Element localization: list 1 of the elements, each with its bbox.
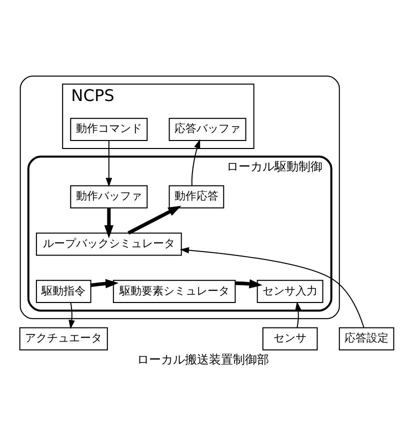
caption: ローカル搬送装置制御部 xyxy=(137,352,269,367)
